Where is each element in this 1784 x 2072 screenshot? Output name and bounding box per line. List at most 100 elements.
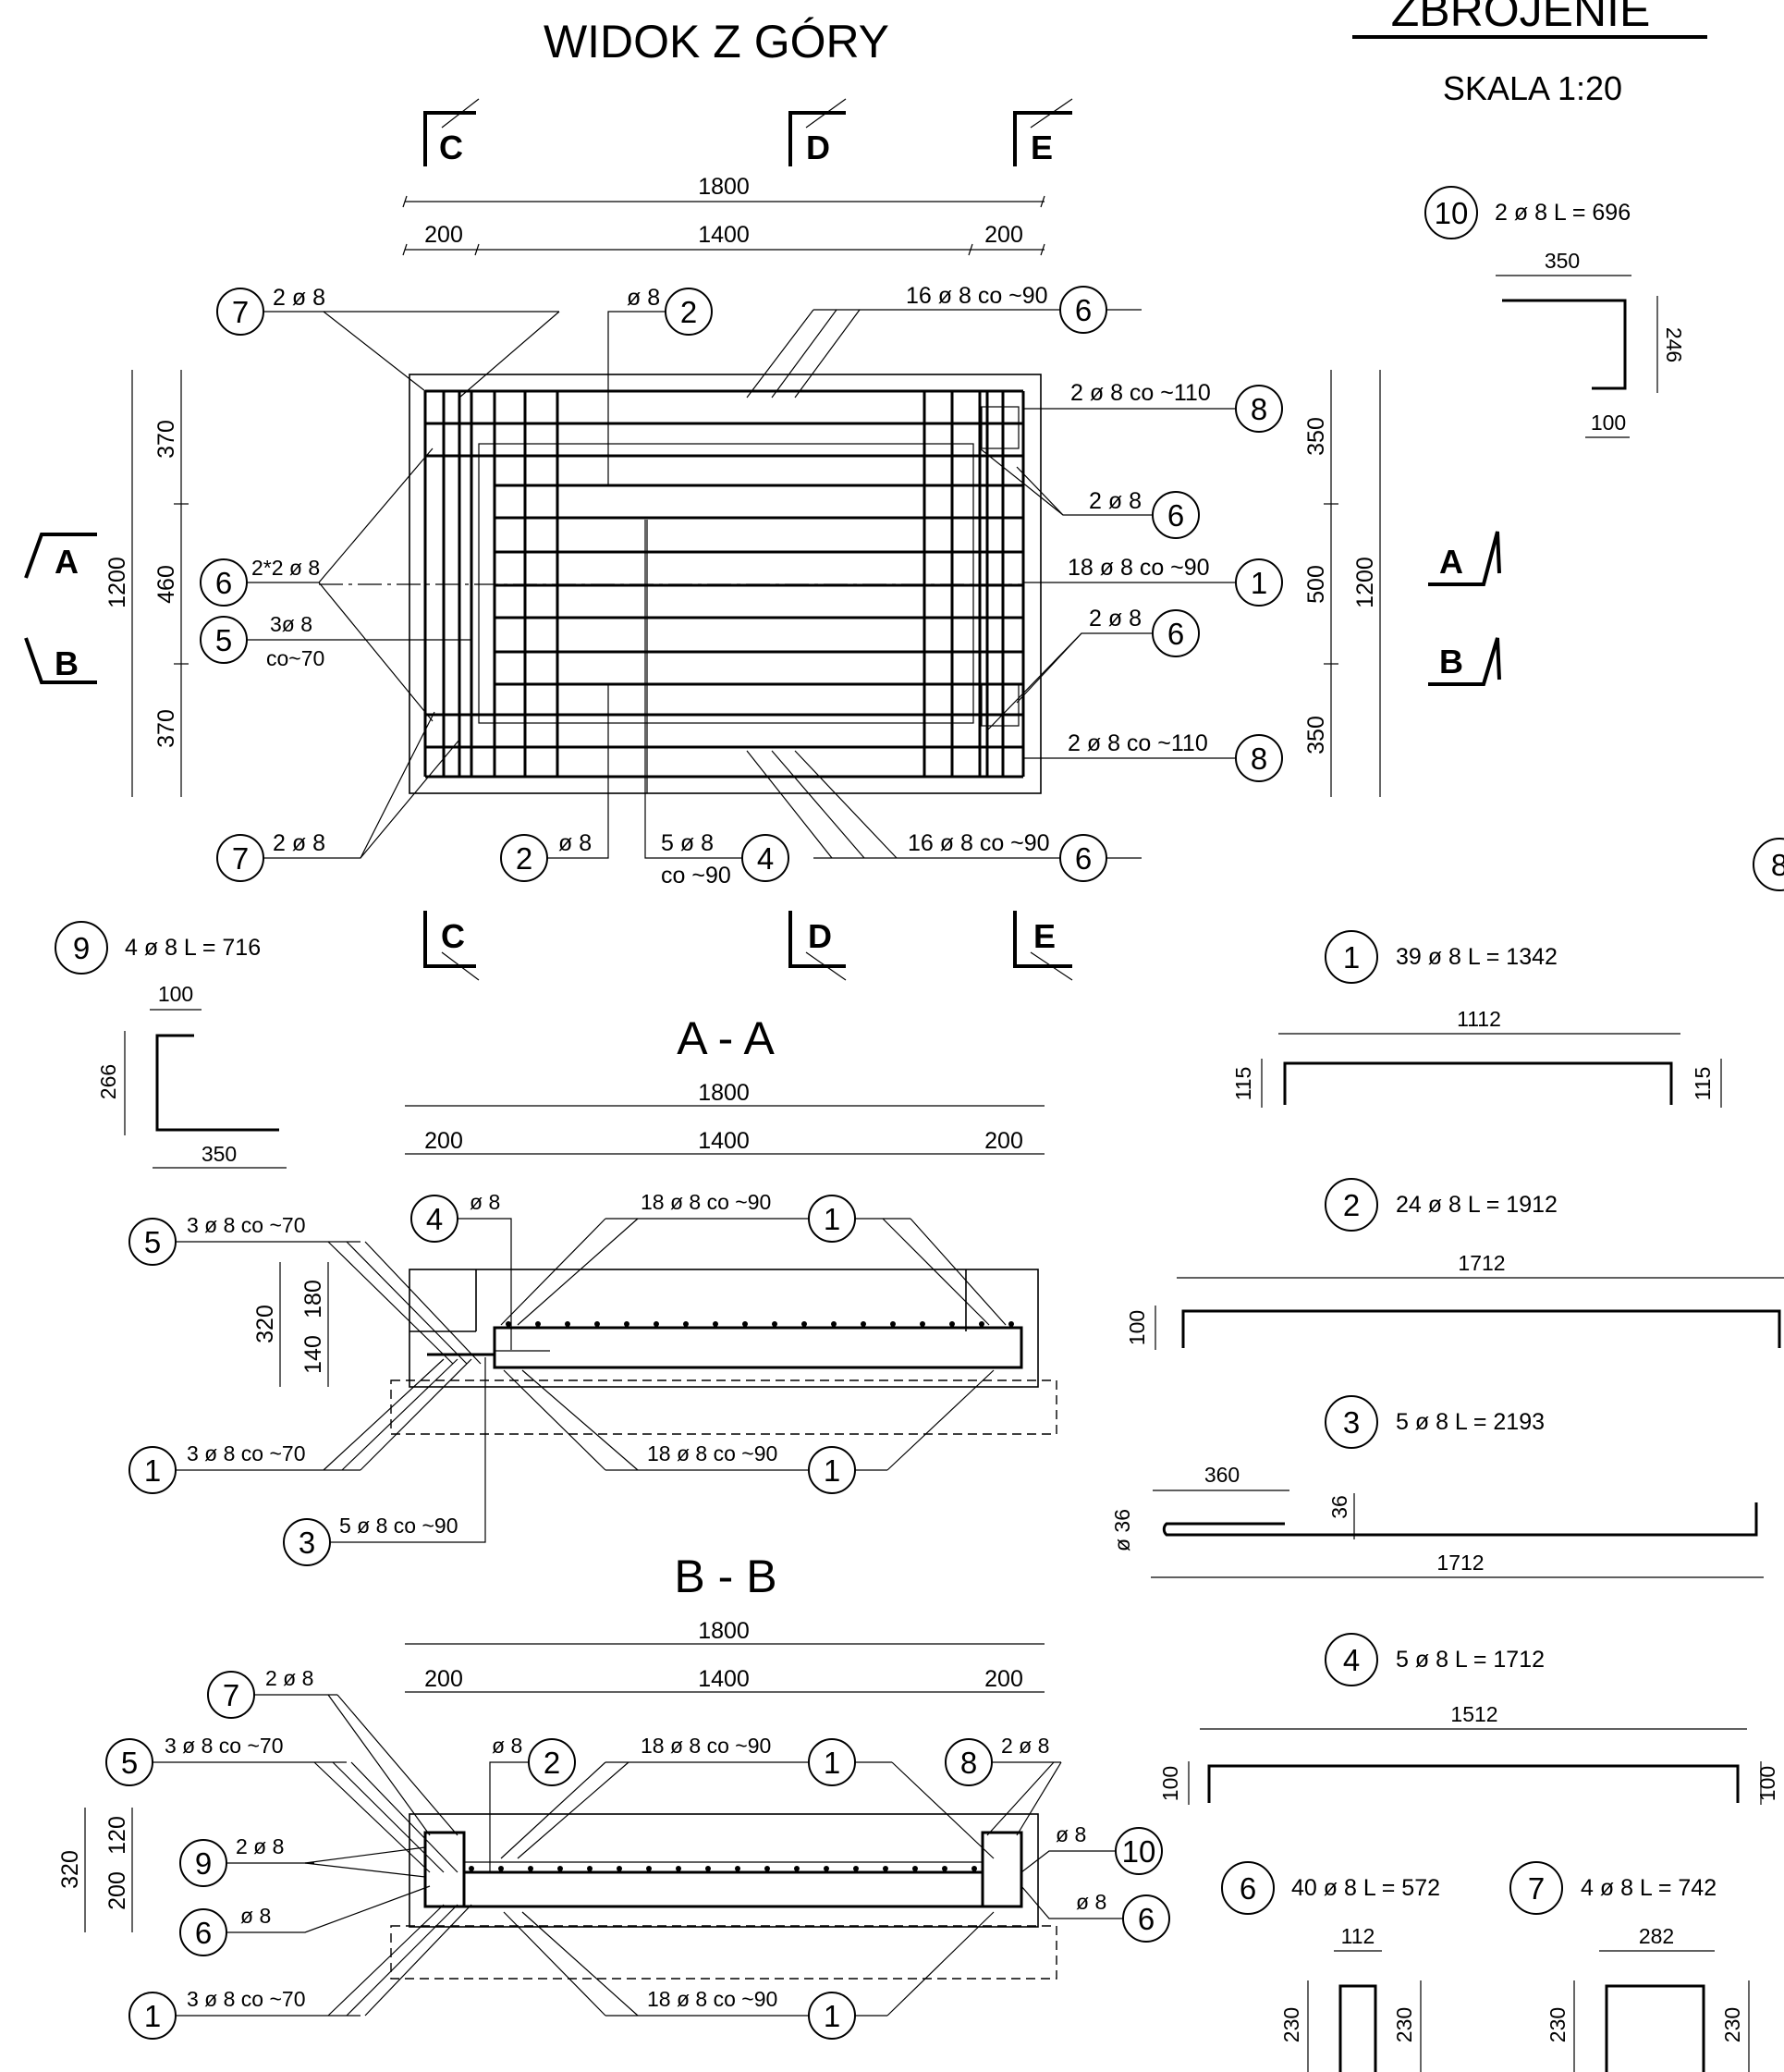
svg-text:B: B <box>55 644 79 682</box>
rebar-dot <box>742 1321 748 1327</box>
svg-text:D: D <box>806 129 830 166</box>
rebar-dot <box>498 1866 504 1871</box>
svg-text:2: 2 <box>544 1746 560 1780</box>
plan-callout-6-bottom: 6 16 ø 8 co ~90 <box>746 750 1142 882</box>
rebar-dot <box>920 1321 925 1327</box>
rebar-dot <box>506 1321 511 1327</box>
svg-text:6: 6 <box>1075 841 1092 876</box>
svg-text:3 ø 8 co ~70: 3 ø 8 co ~70 <box>165 1734 284 1758</box>
svg-text:2 ø 8: 2 ø 8 <box>1001 1734 1049 1758</box>
rebar-dot <box>890 1321 896 1327</box>
svg-text:6: 6 <box>1167 617 1184 651</box>
svg-text:5 ø 8 L = 2193: 5 ø 8 L = 2193 <box>1396 1409 1545 1435</box>
svg-text:350: 350 <box>1303 417 1329 456</box>
svg-text:18 ø 8 co ~90: 18 ø 8 co ~90 <box>641 1734 771 1758</box>
rebar-dot <box>794 1866 800 1871</box>
rebar-dot <box>853 1866 859 1871</box>
bar-6-schedule: 6 40 ø 8 L = 572 112 230 230 <box>1221 1861 1440 2072</box>
rebar-dot <box>617 1866 622 1871</box>
svg-text:115: 115 <box>1691 1067 1715 1101</box>
rebar-dot <box>824 1866 829 1871</box>
svg-text:10: 10 <box>1122 1834 1156 1869</box>
plan-callout-8-top: 8 2 ø 8 co ~110 <box>1023 380 1283 433</box>
bar-9-schedule: 9 4 ø 8 L = 716 100 266 350 <box>55 921 287 1169</box>
scale-label: SKALA 1:20 <box>1443 69 1622 107</box>
rebar-dot <box>1008 1321 1014 1327</box>
svg-text:370: 370 <box>153 709 179 748</box>
svg-text:9: 9 <box>195 1846 212 1881</box>
svg-text:200: 200 <box>424 1128 463 1154</box>
svg-text:1: 1 <box>824 1202 840 1236</box>
rebar-dot <box>705 1866 711 1871</box>
rebar-dot <box>683 1321 689 1327</box>
svg-text:4 ø 8 L = 742: 4 ø 8 L = 742 <box>1581 1875 1717 1901</box>
svg-text:320: 320 <box>57 1850 83 1889</box>
section-bb-rebar-dots <box>469 1866 977 1871</box>
svg-text:100: 100 <box>158 982 193 1006</box>
svg-text:112: 112 <box>1341 1924 1375 1948</box>
svg-text:360: 360 <box>1204 1463 1240 1487</box>
svg-text:7: 7 <box>232 841 249 876</box>
svg-text:18 ø 8 co ~90: 18 ø 8 co ~90 <box>1068 555 1210 581</box>
plan-view <box>319 374 1042 794</box>
svg-text:3 ø 8 co ~70: 3 ø 8 co ~70 <box>187 1213 306 1237</box>
section-marker-e-bottom: E <box>1013 911 1073 981</box>
bar-3-schedule: 3 5 ø 8 L = 2193 360 36 ø 36 1712 <box>1110 1395 1764 1578</box>
svg-text:7: 7 <box>1528 1871 1545 1906</box>
svg-text:36: 36 <box>1327 1495 1351 1519</box>
rebar-dot <box>646 1866 652 1871</box>
svg-text:200: 200 <box>424 222 463 248</box>
plan-dim-1800: 1800 <box>402 174 1045 208</box>
svg-text:460: 460 <box>153 565 179 604</box>
rebar-dot <box>676 1866 681 1871</box>
svg-text:3 ø 8 co ~70: 3 ø 8 co ~70 <box>187 1987 306 2011</box>
svg-text:320: 320 <box>252 1305 278 1343</box>
bar-8-partial: 8 <box>1753 838 1784 891</box>
bar-10-schedule: 10 2 ø 8 L = 696 350 246 100 <box>1424 186 1686 438</box>
svg-text:1800: 1800 <box>698 1080 750 1106</box>
svg-text:40 ø 8 L = 572: 40 ø 8 L = 572 <box>1291 1875 1440 1901</box>
svg-text:120: 120 <box>104 1816 130 1855</box>
svg-text:100: 100 <box>1125 1310 1149 1345</box>
svg-text:ø 8: ø 8 <box>558 830 592 856</box>
svg-text:200: 200 <box>984 1666 1023 1692</box>
section-marker-d-top: D <box>788 98 847 166</box>
rebar-dot <box>565 1321 570 1327</box>
svg-text:6: 6 <box>1075 293 1092 327</box>
svg-text:2 ø 8: 2 ø 8 <box>273 830 325 856</box>
svg-text:8: 8 <box>1251 742 1267 776</box>
svg-text:ø 8: ø 8 <box>627 285 660 311</box>
rebar-dot <box>772 1321 777 1327</box>
svg-text:2 ø 8: 2 ø 8 <box>273 285 325 311</box>
plan-callout-1: 1 18 ø 8 co ~90 <box>1023 555 1283 607</box>
svg-text:115: 115 <box>1231 1067 1255 1101</box>
svg-text:180: 180 <box>300 1280 326 1318</box>
svg-text:8: 8 <box>1251 392 1267 426</box>
svg-text:1200: 1200 <box>104 557 130 608</box>
plan-callout-7-top: 7 2 ø 8 <box>216 285 560 398</box>
svg-text:ø 8: ø 8 <box>470 1190 500 1214</box>
rebar-dot <box>594 1321 600 1327</box>
section-marker-c-bottom: C <box>423 911 480 981</box>
svg-text:1: 1 <box>824 1999 840 2033</box>
svg-text:E: E <box>1031 129 1053 166</box>
svg-text:500: 500 <box>1303 565 1329 604</box>
section-marker-c-top: C <box>423 98 480 166</box>
svg-text:100: 100 <box>1591 411 1626 435</box>
svg-text:18 ø 8 co ~90: 18 ø 8 co ~90 <box>647 1987 777 2011</box>
svg-text:C: C <box>439 129 463 166</box>
svg-text:2 ø 8: 2 ø 8 <box>236 1834 284 1858</box>
svg-text:18 ø 8 co ~90: 18 ø 8 co ~90 <box>641 1190 771 1214</box>
plan-callout-2-top: 2 ø 8 <box>607 285 713 485</box>
svg-text:ø 36: ø 36 <box>1110 1509 1134 1551</box>
svg-text:350: 350 <box>1303 716 1329 754</box>
svg-text:5: 5 <box>144 1225 161 1259</box>
svg-text:6: 6 <box>195 1916 212 1950</box>
rebar-dot <box>587 1866 593 1871</box>
svg-text:266: 266 <box>96 1064 120 1099</box>
section-marker-a-left: A <box>24 533 97 581</box>
svg-text:1512: 1512 <box>1450 1702 1497 1726</box>
svg-text:200: 200 <box>984 1128 1023 1154</box>
svg-text:24 ø 8 L = 1912: 24 ø 8 L = 1912 <box>1396 1192 1558 1218</box>
svg-text:370: 370 <box>153 420 179 459</box>
